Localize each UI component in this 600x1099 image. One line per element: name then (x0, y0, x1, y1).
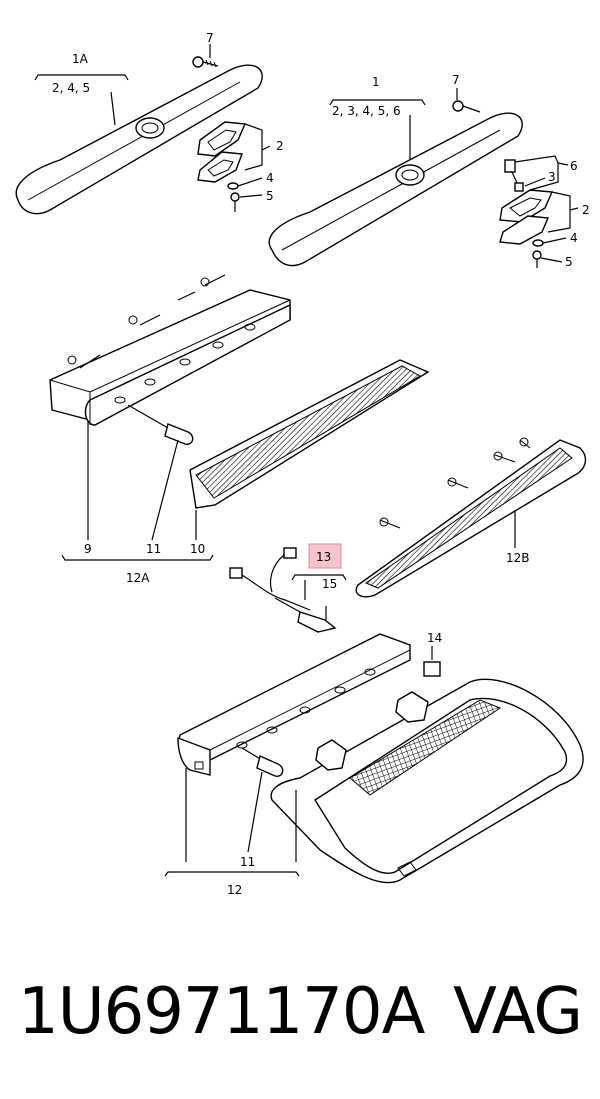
callout-10: 10 (190, 542, 205, 556)
callout-4b: 4 (570, 231, 578, 245)
callout-9: 9 (84, 542, 92, 556)
gasket-2a (197, 121, 247, 183)
callout-1a-sub: 2, 4, 5 (52, 81, 90, 95)
lamp-unit-12a (49, 274, 291, 426)
housing-frame (270, 661, 584, 884)
callout-7b: 7 (452, 73, 460, 87)
callout-3: 3 (548, 170, 556, 184)
callout-5b: 5 (565, 255, 573, 269)
callout-1: 1 (372, 75, 380, 89)
callout-12: 12 (227, 883, 242, 897)
callout-2a: 2 (276, 139, 284, 153)
callout-1a: 1A (72, 52, 89, 66)
screw-7b (452, 100, 481, 113)
callout-1-sub: 2, 3, 4, 5, 6 (332, 104, 401, 118)
callout-12a: 12A (126, 571, 150, 585)
housing-1 (268, 112, 523, 267)
callout-11a: 11 (146, 542, 161, 556)
parts-diagram: 1A 2, 4, 5 7 2 4 5 1 2, 3, 4, 5, 6 7 6 3… (15, 31, 590, 897)
callout-14: 14 (427, 631, 442, 645)
wiring-harness-13 (229, 547, 337, 633)
washer-4a (227, 182, 239, 190)
lens-10 (189, 359, 430, 509)
lamp-unit-12 (177, 633, 411, 776)
callout-4a: 4 (266, 171, 274, 185)
leader-lines (34, 44, 579, 877)
bulb-11b (241, 747, 284, 777)
gasket-2b (499, 189, 554, 245)
housing-1a (15, 64, 263, 215)
callout-6: 6 (570, 159, 578, 173)
lamp-12b (355, 437, 587, 598)
callout-12b: 12B (506, 551, 530, 565)
part-number: 1U6971170A (18, 975, 425, 1049)
footer: 1U6971170A VAG (0, 965, 600, 1075)
callout-7a: 7 (206, 31, 214, 45)
callout-2b: 2 (582, 203, 590, 217)
washer-4b (532, 239, 544, 247)
callout-11b: 11 (240, 855, 255, 869)
callout-labels: 1A 2, 4, 5 7 2 4 5 1 2, 3, 4, 5, 6 7 6 3… (52, 31, 590, 897)
bulb-11a (127, 404, 194, 445)
screw-7a (192, 56, 219, 68)
brand-label: VAG (453, 975, 583, 1049)
screw-5a (230, 192, 240, 212)
callout-5a: 5 (266, 189, 274, 203)
callout-13-highlight (308, 543, 342, 569)
callout-13: 13 (316, 550, 331, 564)
screw-5b (532, 250, 542, 268)
connector-3 (504, 159, 524, 192)
callout-15: 15 (322, 577, 337, 591)
